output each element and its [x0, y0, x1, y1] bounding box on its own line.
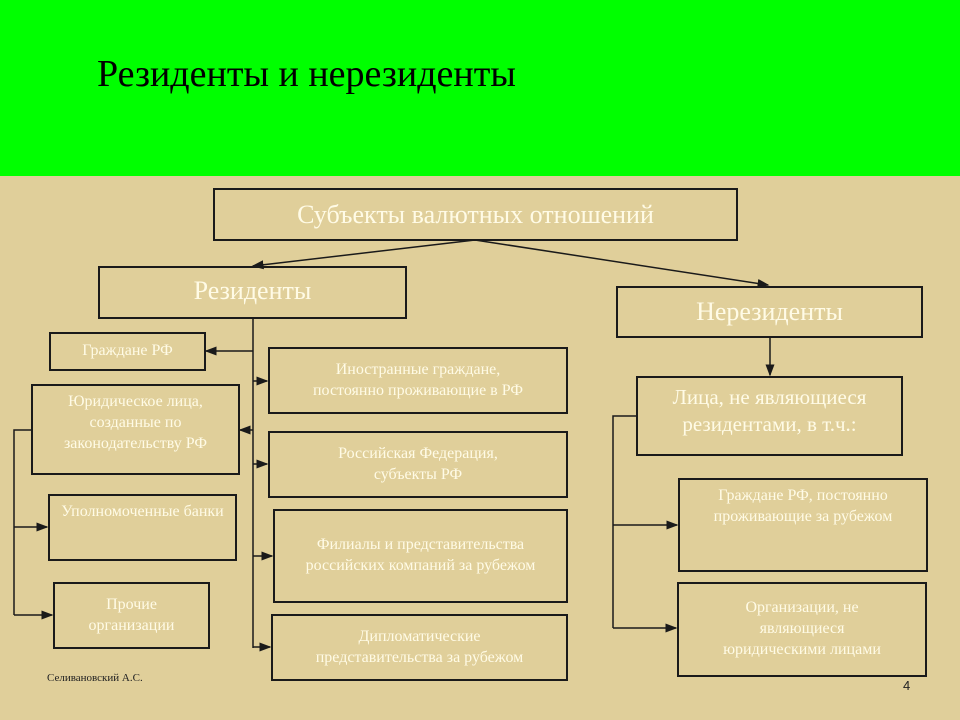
nonresidents-label: Нерезиденты — [696, 297, 843, 327]
resident-item: Прочие организации — [53, 582, 210, 649]
item-label: Дипломатические представительства за руб… — [315, 627, 524, 666]
page-number: 4 — [903, 678, 911, 693]
item-label: Уполномоченные банки — [61, 503, 224, 520]
title-band: Резиденты и нерезиденты — [0, 0, 960, 176]
item-label: Граждане РФ, постоянно проживающие за ру… — [713, 487, 893, 525]
nonresident-item: Граждане РФ, постоянно проживающие за ру… — [678, 478, 928, 572]
root-box: Субъекты валютных отношений — [213, 188, 738, 241]
item-label: Организации, не являющиеся юридическими … — [723, 599, 881, 658]
resident-item: Российская Федерация, субъекты РФ — [268, 431, 568, 498]
residents-label: Резиденты — [193, 276, 312, 305]
item-label: Граждане РФ — [82, 342, 173, 360]
nonresident-group: Лица, не являющиеся резидентами, в т.ч.: — [636, 376, 903, 456]
group-label: Лица, не являющиеся резидентами, в т.ч.: — [672, 385, 867, 437]
resident-item: Юридическое лица, созданные по законодат… — [31, 384, 240, 475]
item-label: Прочие организации — [88, 595, 175, 634]
resident-item: Дипломатические представительства за руб… — [271, 614, 568, 681]
resident-item: Граждане РФ — [49, 332, 206, 371]
resident-item: Филиалы и представительства российских к… — [273, 509, 568, 603]
resident-item: Уполномоченные банки — [48, 494, 237, 561]
item-label: Иностранные граждане, постоянно проживаю… — [312, 360, 523, 399]
arrow-to-residents — [251, 239, 476, 270]
item-label: Российская Федерация, субъекты РФ — [338, 444, 498, 483]
nonresident-item: Организации, не являющиеся юридическими … — [677, 582, 927, 677]
resident-item: Иностранные граждане, постоянно проживаю… — [268, 347, 568, 414]
nonresidents-box: Нерезиденты — [616, 286, 923, 338]
root-label: Субъекты валютных отношений — [297, 199, 654, 229]
item-label: Филиалы и представительства российских к… — [305, 536, 536, 574]
item-label: Юридическое лица, созданные по законодат… — [63, 393, 208, 452]
footer-author: Селивановский А.С. — [47, 672, 143, 684]
residents-box: Резиденты — [98, 266, 407, 319]
slide-title: Резиденты и нерезиденты — [97, 53, 516, 95]
arrow-to-nonresidents — [474, 239, 770, 288]
